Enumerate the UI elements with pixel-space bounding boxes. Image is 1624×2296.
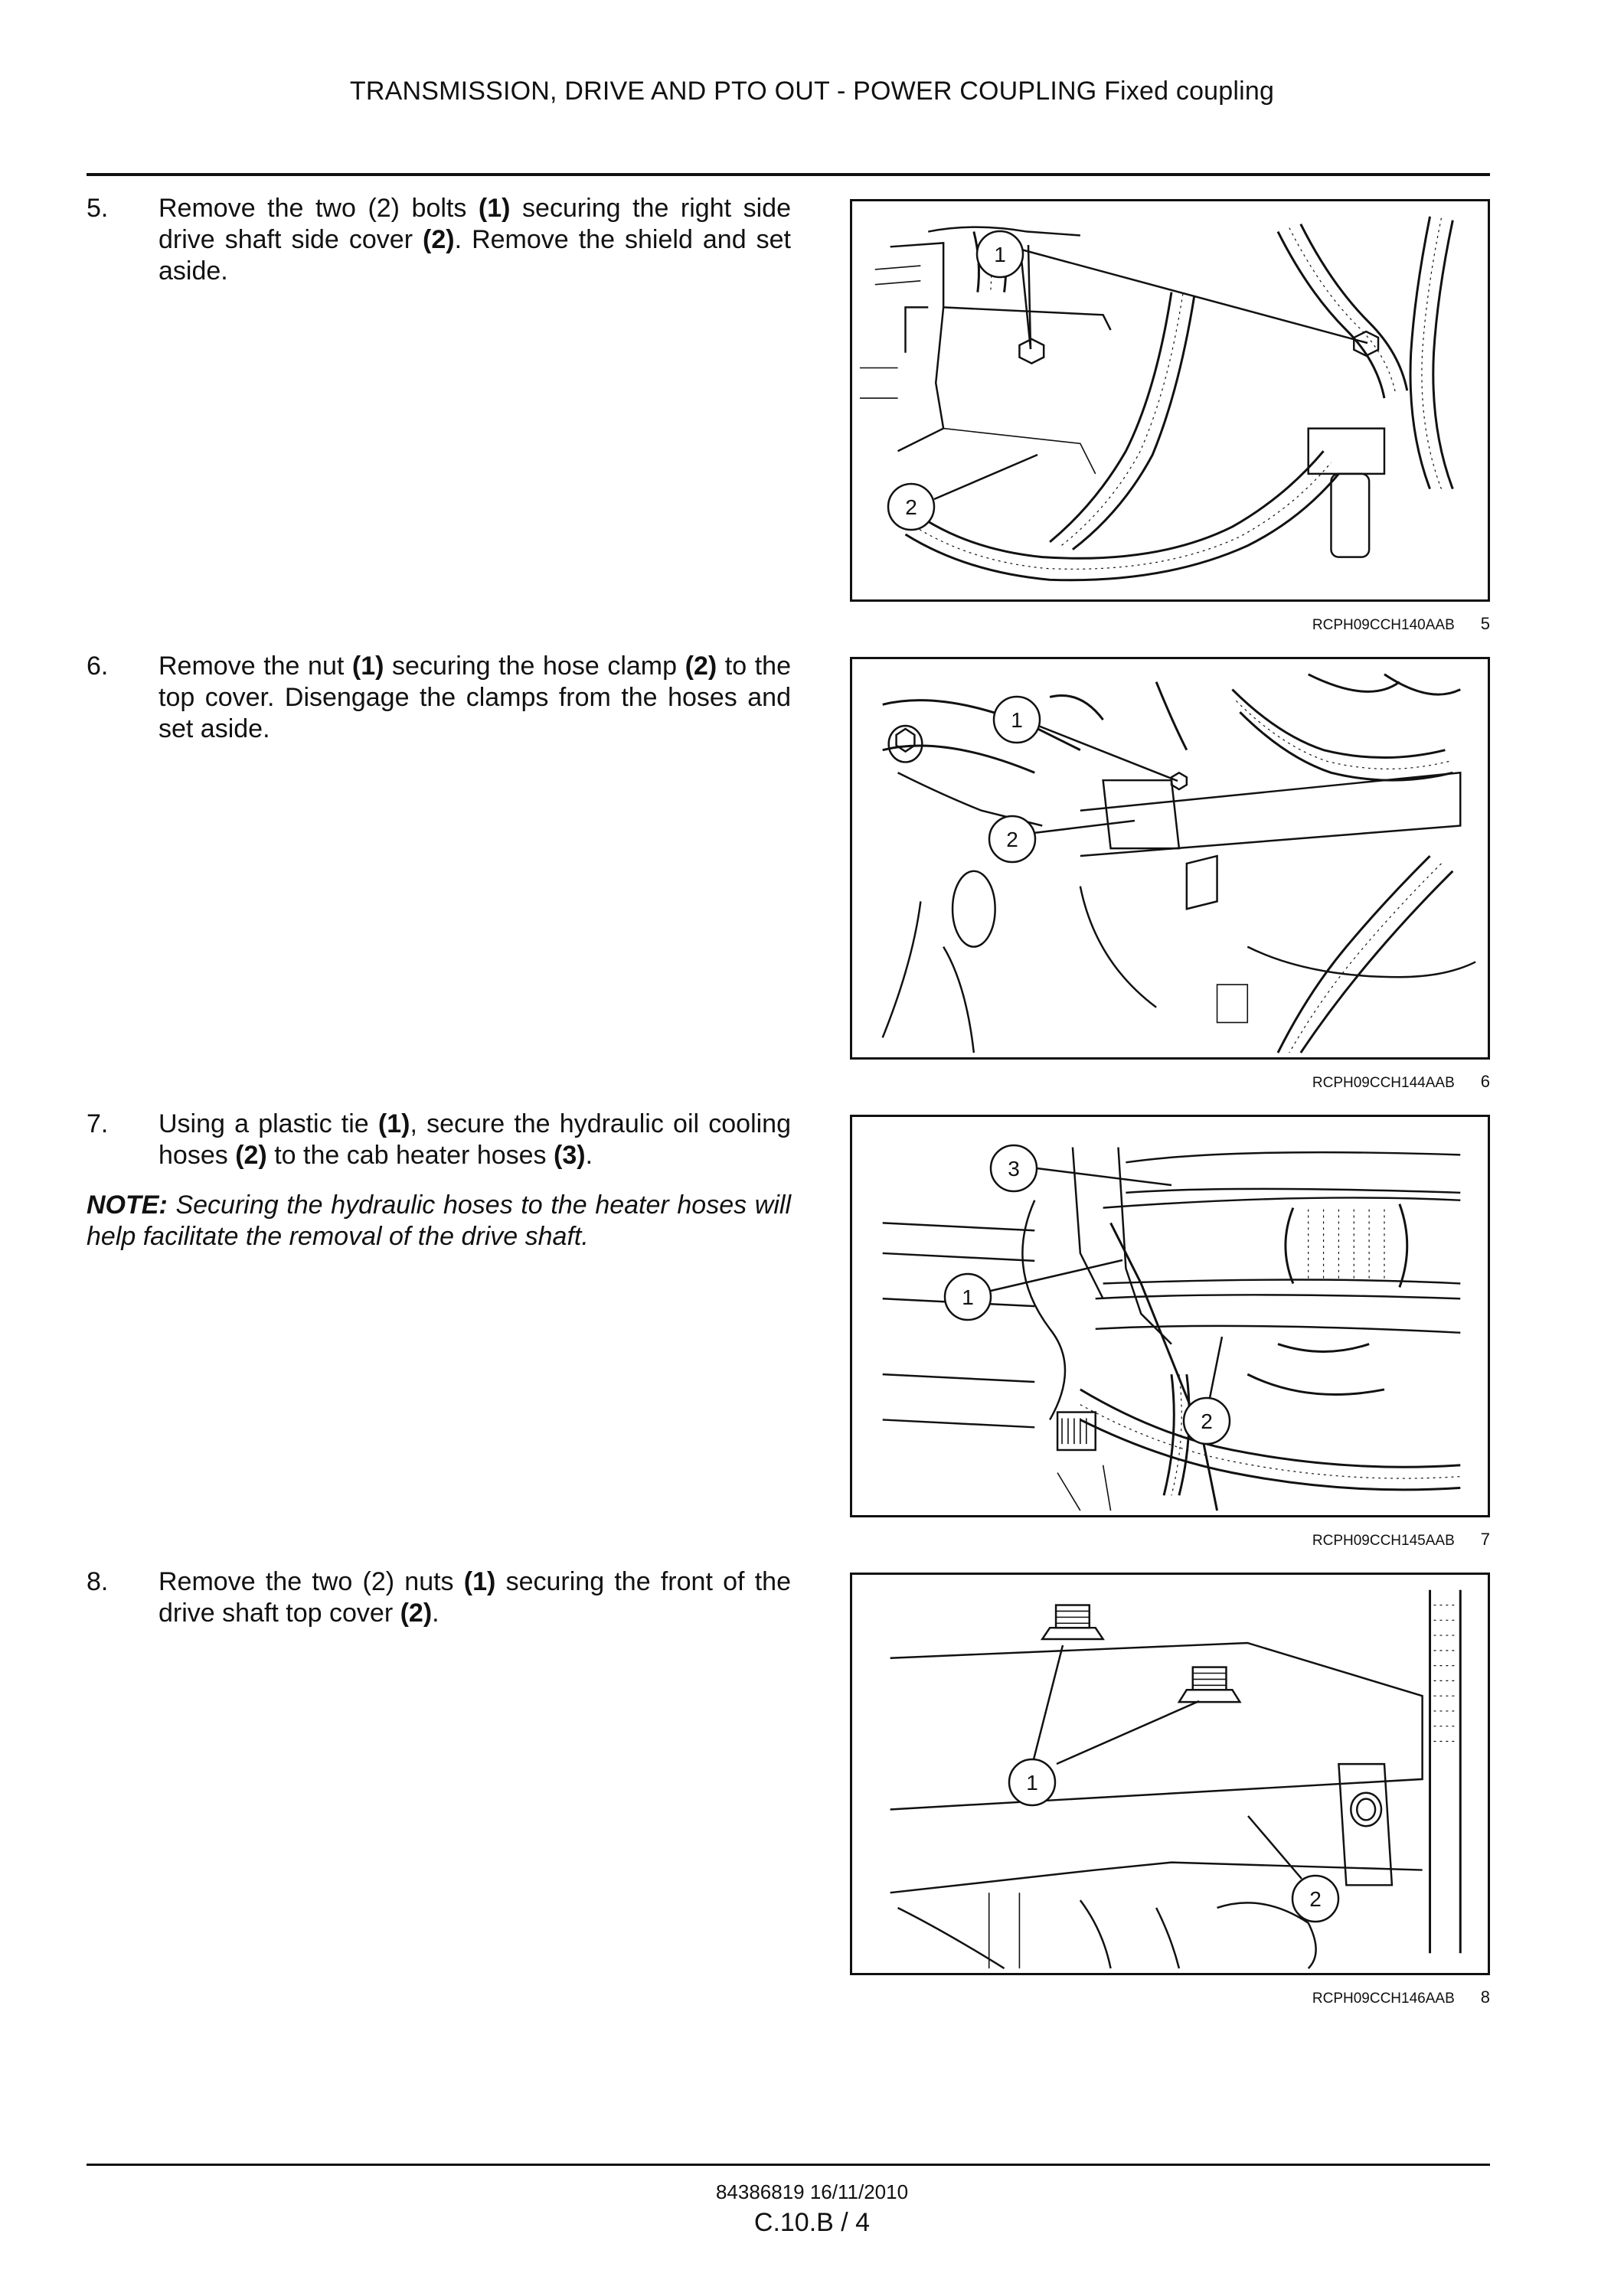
svg-text:3: 3 (1008, 1157, 1020, 1181)
figure-number: 5 (1480, 614, 1490, 633)
figure-number: 7 (1480, 1530, 1490, 1549)
page-header: TRANSMISSION, DRIVE AND PTO OUT - POWER … (349, 77, 1275, 106)
note-label: NOTE: (87, 1190, 168, 1220)
step-number: 7. (87, 1109, 109, 1138)
callout-2 (887, 482, 936, 531)
svg-text:2: 2 (1201, 1409, 1213, 1433)
figure-6-illustration (850, 657, 1490, 1060)
step-number: 8. (87, 1567, 109, 1596)
figure-number: 8 (1480, 1987, 1490, 2007)
svg-text:1: 1 (994, 243, 1006, 266)
step-text: Using a plastic tie (1), secure the hydr… (158, 1109, 791, 1170)
callout-1 (943, 1272, 992, 1321)
figure-code: RCPH09CCH146AAB (1312, 1991, 1455, 2007)
step-text: Remove the two (2) bolts (1) securing th… (158, 194, 791, 286)
callout-2 (988, 815, 1037, 864)
figure-code: RCPH09CCH145AAB (1312, 1533, 1455, 1549)
figure-8-illustration (850, 1573, 1490, 1975)
figure-5-illustration (850, 199, 1490, 602)
header-rule (87, 173, 1490, 176)
figure-7-callouts: 3 1 2 (943, 1144, 1231, 1445)
document-id: 84386819 16/11/2010 (715, 2180, 909, 2203)
figure-6-caption: RCPH09CCH144AAB 6 (1149, 1072, 1490, 1092)
figure-5-callouts: 1 2 (887, 230, 1368, 531)
page-number: C.10.B / 4 (753, 2208, 871, 2237)
figure-code: RCPH09CCH140AAB (1312, 617, 1455, 633)
svg-text:1: 1 (1026, 1771, 1038, 1795)
figure-6-callouts: 1 2 (988, 695, 1178, 864)
figure-8-caption: RCPH09CCH146AAB 8 (1149, 1987, 1490, 2007)
svg-text:2: 2 (1006, 828, 1018, 851)
callout-1 (1008, 1758, 1057, 1807)
step-number: 5. (87, 194, 109, 223)
svg-text:2: 2 (905, 495, 917, 519)
callout-2 (1291, 1874, 1340, 1923)
figure-code: RCPH09CCH144AAB (1312, 1075, 1455, 1091)
figure-number: 6 (1480, 1072, 1490, 1091)
callout-3 (989, 1144, 1038, 1193)
step-text: Remove the two (2) nuts (1) securing the… (158, 1567, 791, 1628)
step-text: Remove the nut (1) securing the hose cla… (158, 652, 791, 743)
step-number: 6. (87, 652, 109, 681)
callout-1 (992, 695, 1041, 744)
note-text: Securing the hydraulic hoses to the heat… (87, 1190, 791, 1251)
svg-text:2: 2 (1309, 1887, 1322, 1911)
footer-rule (87, 2164, 1490, 2166)
figure-7-caption: RCPH09CCH145AAB 7 (1149, 1530, 1490, 1550)
svg-text:1: 1 (962, 1285, 974, 1309)
svg-text:1: 1 (1011, 708, 1023, 732)
figure-5-caption: RCPH09CCH140AAB 5 (1149, 614, 1490, 634)
step-7-note: NOTE: Securing the hydraulic hoses to th… (87, 1190, 791, 1253)
callout-2 (1182, 1396, 1231, 1445)
callout-1 (975, 230, 1024, 279)
figure-8-callouts: 1 2 (1008, 1644, 1340, 1923)
